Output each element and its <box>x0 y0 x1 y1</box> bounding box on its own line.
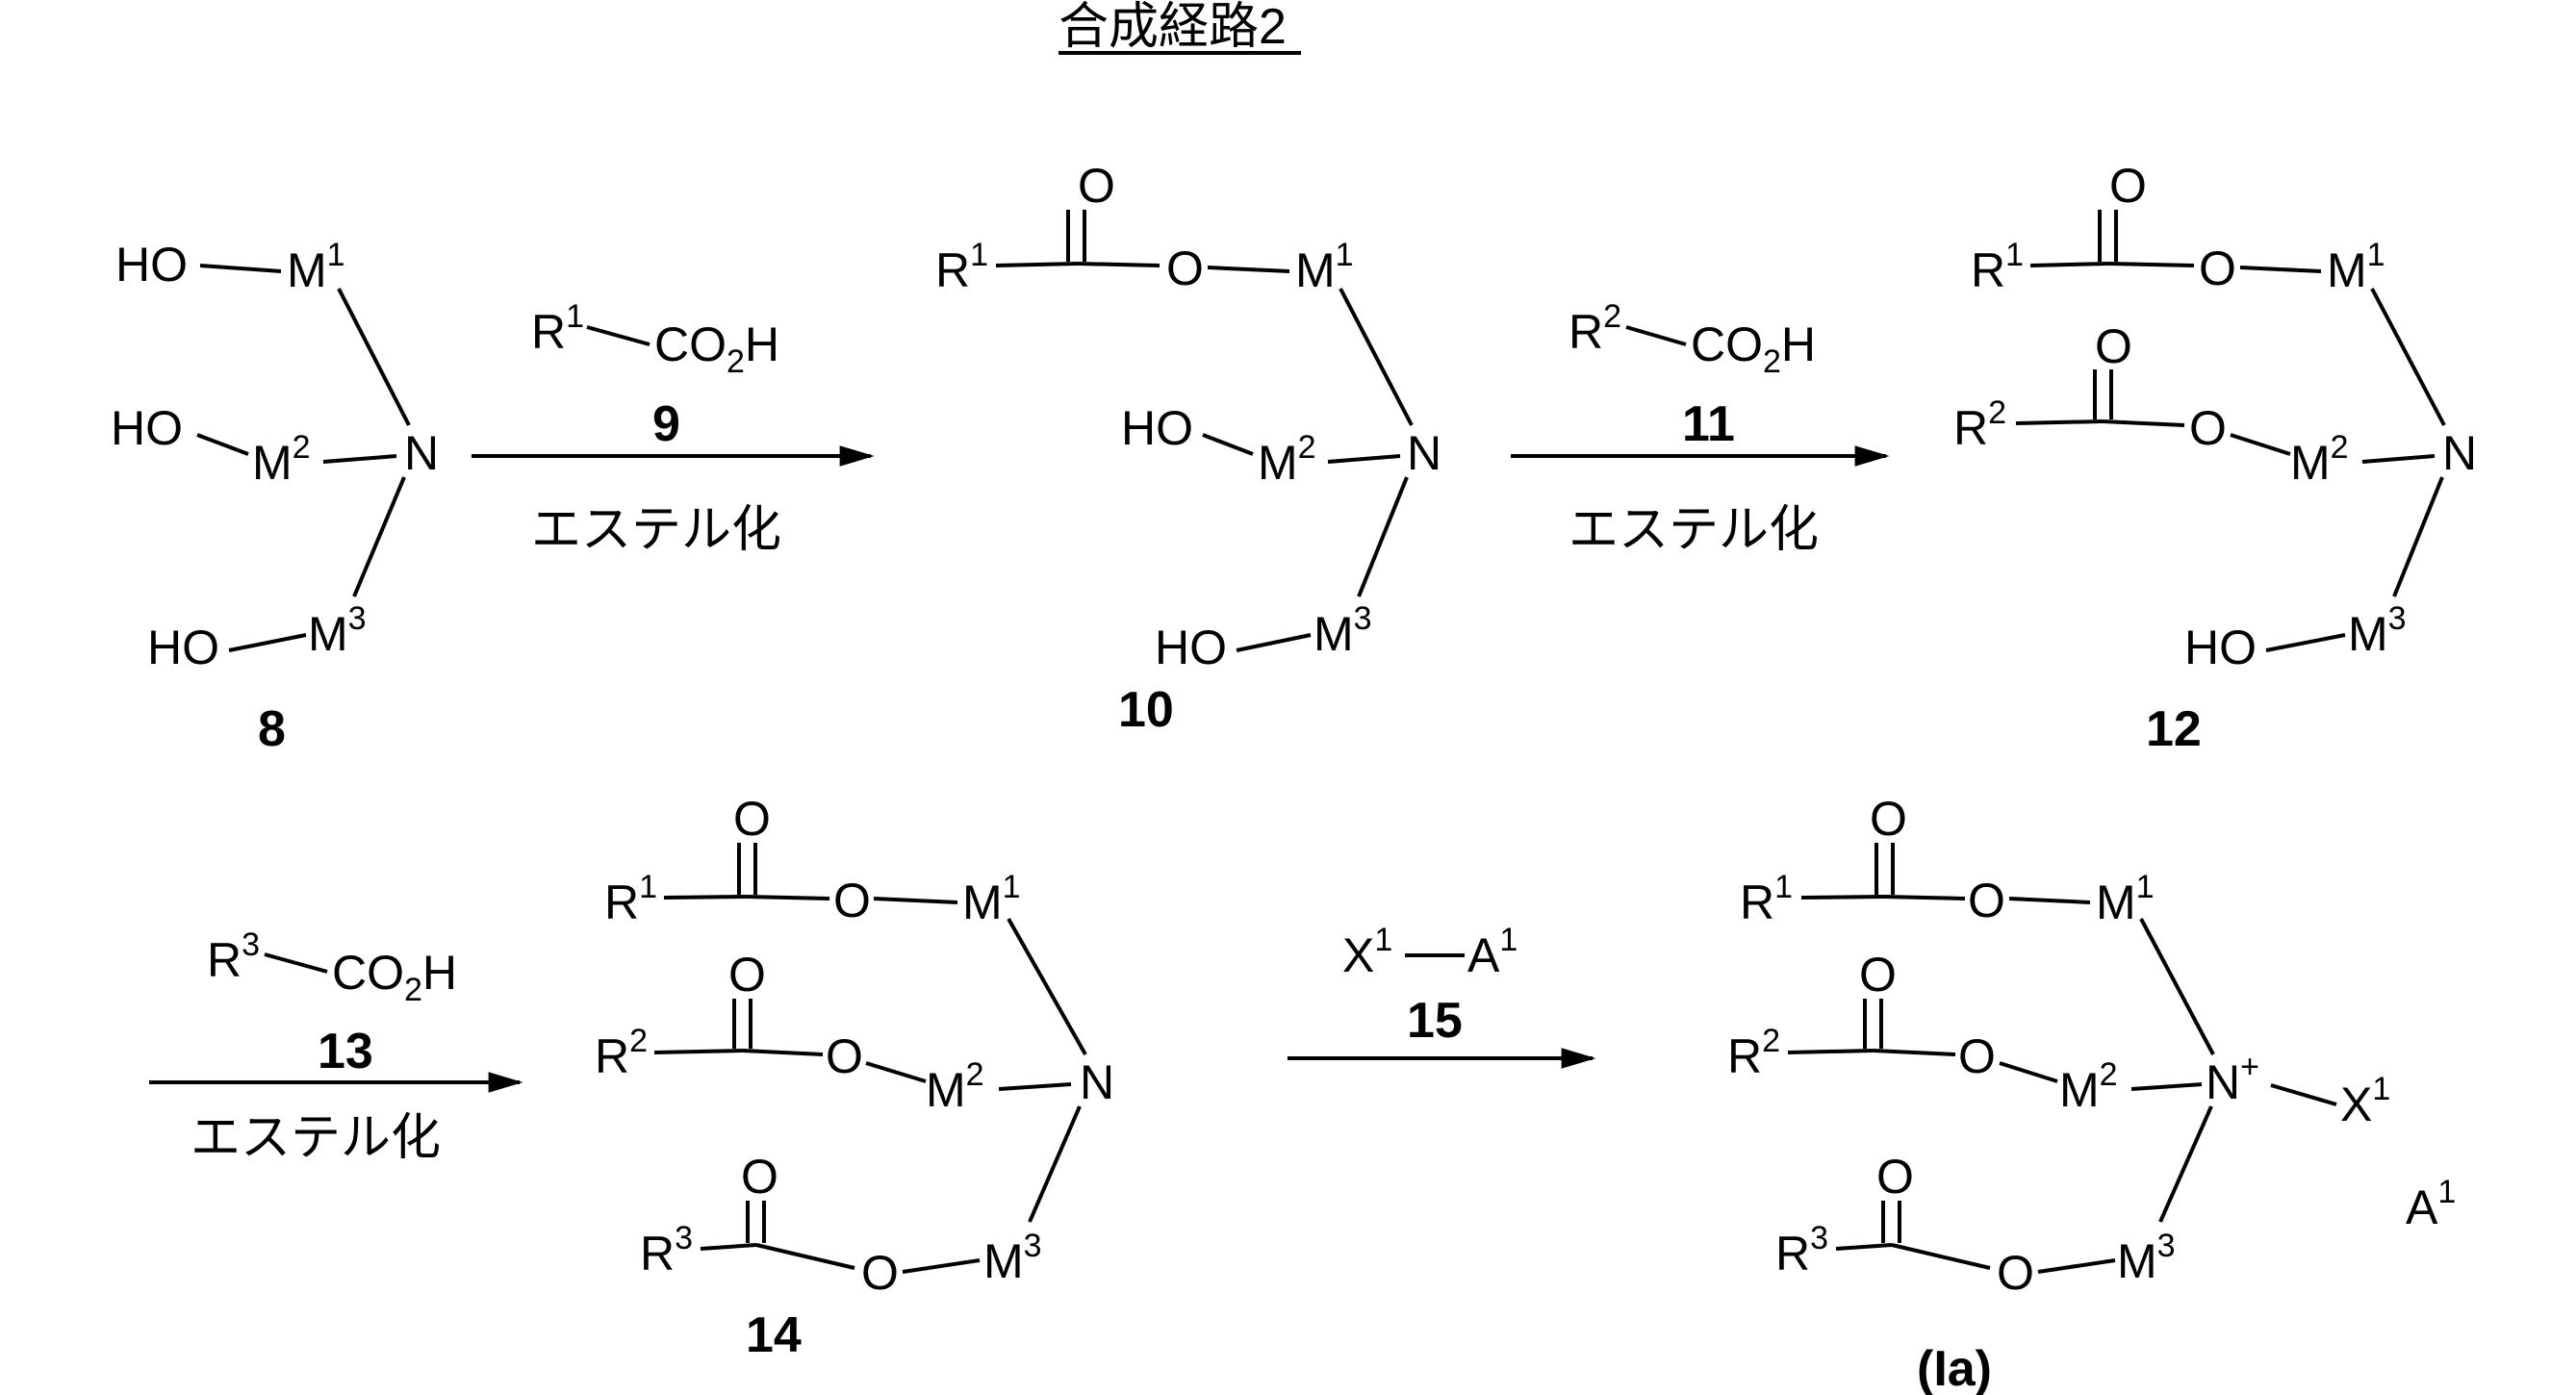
svg-text:M3: M3 <box>983 1228 1042 1288</box>
svg-text:A1: A1 <box>2406 1174 2456 1234</box>
svg-text:O: O <box>1968 874 2005 927</box>
compound-12: O R1 O M1 O R2 O M2 N HO M3 12 <box>1953 159 2477 757</box>
svg-text:M1: M1 <box>962 869 1021 929</box>
reaction-arrow-3: R3 CO2H 13 エステル化 <box>149 926 520 1166</box>
svg-text:O: O <box>1958 1029 1996 1083</box>
condition-esterification-3: エステル化 <box>191 1110 441 1166</box>
svg-text:M1: M1 <box>2327 237 2385 297</box>
svg-text:N: N <box>1080 1055 1114 1109</box>
reaction-arrow-2: R2 CO2H 11 エステル化 <box>1511 298 1886 558</box>
svg-text:R3: R3 <box>640 1220 693 1281</box>
svg-text:R1: R1 <box>604 869 657 929</box>
condition-esterification-2: エステル化 <box>1569 502 1819 558</box>
compound-Ia: O R1 O M1 O R2 O M2 N+ X1 A1 O R3 O M3 ( <box>1727 792 2456 1395</box>
svg-text:M1: M1 <box>287 237 345 297</box>
svg-text:CO2H: CO2H <box>332 946 457 1008</box>
reaction-arrow-1: R1 CO2H 9 エステル化 <box>472 298 871 558</box>
svg-text:HO: HO <box>2184 621 2257 674</box>
svg-text:M2: M2 <box>926 1056 984 1117</box>
svg-text:N: N <box>1407 426 1441 480</box>
svg-text:O: O <box>2109 159 2147 213</box>
svg-text:R1: R1 <box>1740 869 1793 929</box>
svg-text:HO: HO <box>111 401 183 455</box>
svg-text:O: O <box>741 1150 778 1204</box>
svg-text:M1: M1 <box>1295 237 1354 297</box>
svg-text:R2: R2 <box>1569 298 1621 359</box>
svg-text:R2: R2 <box>1727 1023 1780 1083</box>
svg-text:R1: R1 <box>935 237 988 297</box>
compound-label-14: 14 <box>746 1307 802 1363</box>
svg-text:R3: R3 <box>207 926 260 987</box>
svg-text:N+: N+ <box>2206 1049 2259 1109</box>
svg-text:O: O <box>728 948 766 1002</box>
svg-text:X1: X1 <box>2340 1071 2390 1131</box>
svg-text:HO: HO <box>115 238 188 292</box>
compound-14: O R1 O M1 O R2 O M2 N O R3 O M3 14 <box>595 792 1114 1363</box>
svg-text:O: O <box>1876 1150 1914 1204</box>
compound-8: HO M1 HO M2 N HO M3 8 <box>111 237 439 757</box>
compound-10: O R1 O M1 HO M2 N HO M3 10 <box>935 159 1441 738</box>
svg-text:O: O <box>2189 401 2227 455</box>
condition-esterification-1: エステル化 <box>531 502 781 558</box>
svg-text:O: O <box>733 792 771 846</box>
svg-text:M1: M1 <box>2096 869 2155 929</box>
compound-label-12: 12 <box>2146 701 2202 757</box>
svg-text:R2: R2 <box>595 1023 648 1083</box>
svg-text:HO: HO <box>147 621 219 674</box>
svg-text:HO: HO <box>1155 621 1227 674</box>
svg-text:M2: M2 <box>1258 429 1316 490</box>
svg-text:M2: M2 <box>2290 429 2349 490</box>
svg-text:N: N <box>2442 426 2477 480</box>
svg-text:O: O <box>2199 241 2236 295</box>
svg-text:M2: M2 <box>252 429 311 490</box>
reagent-label-13: 13 <box>318 1024 373 1079</box>
compound-label-Ia: (Ia) <box>1917 1341 1992 1395</box>
svg-text:R3: R3 <box>1775 1220 1828 1281</box>
svg-text:R2: R2 <box>1953 394 2006 455</box>
svg-text:N: N <box>404 426 439 480</box>
reagent-label-9: 9 <box>652 396 680 452</box>
svg-text:M3: M3 <box>308 600 367 661</box>
svg-text:M3: M3 <box>1314 600 1372 661</box>
compound-label-10: 10 <box>1118 682 1174 738</box>
svg-text:HO: HO <box>1121 401 1193 455</box>
svg-text:M3: M3 <box>2117 1228 2176 1288</box>
compound-label-8: 8 <box>258 701 286 757</box>
svg-text:O: O <box>861 1246 899 1300</box>
reagent-label-15: 15 <box>1407 993 1463 1049</box>
svg-text:CO2H: CO2H <box>1691 317 1816 380</box>
svg-text:O: O <box>833 874 871 927</box>
svg-text:O: O <box>1078 159 1115 213</box>
svg-text:O: O <box>2095 319 2132 373</box>
svg-text:O: O <box>1997 1246 2034 1300</box>
reaction-arrow-4: X1 A1 15 <box>1288 922 1593 1058</box>
svg-text:R1: R1 <box>1971 237 2024 297</box>
reagent-label-11: 11 <box>1682 396 1735 452</box>
svg-text:O: O <box>1166 241 1204 295</box>
svg-text:R1: R1 <box>531 298 584 359</box>
scheme-title: 合成経路2 <box>1058 0 1287 55</box>
svg-text:O: O <box>826 1029 863 1083</box>
svg-text:O: O <box>1859 948 1897 1002</box>
svg-text:X1: X1 <box>1342 922 1392 982</box>
svg-text:A1: A1 <box>1467 922 1518 982</box>
svg-text:M2: M2 <box>2059 1056 2118 1117</box>
svg-text:CO2H: CO2H <box>654 317 779 380</box>
svg-text:M3: M3 <box>2348 600 2407 661</box>
svg-text:O: O <box>1870 792 1907 846</box>
